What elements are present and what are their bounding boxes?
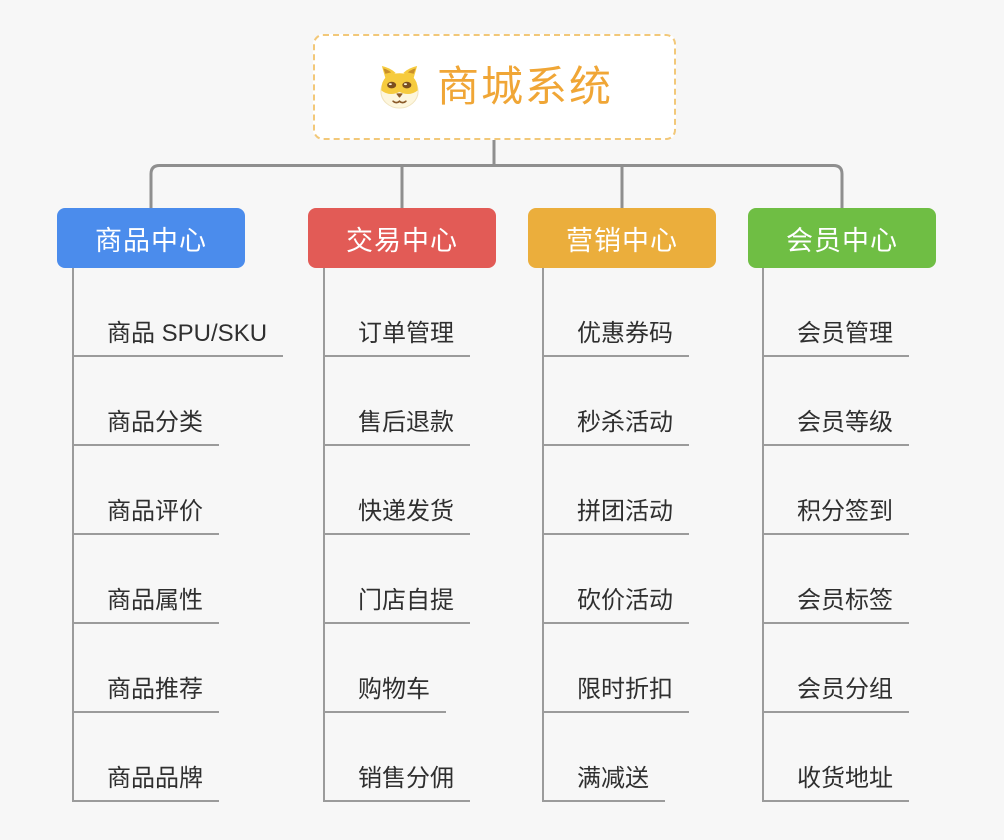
leaf-node[interactable]: 门店自提 [323, 535, 470, 624]
leaf-node[interactable]: 会员标签 [762, 535, 909, 624]
leaf-node[interactable]: 收货地址 [762, 713, 909, 802]
leaf-node[interactable]: 砍价活动 [542, 535, 689, 624]
leaf-list-product-center: 商品 SPU/SKU 商品分类 商品评价 商品属性 商品推荐 商品品牌 [72, 268, 284, 802]
leaf-node[interactable]: 商品推荐 [72, 624, 219, 713]
leaf-list-member-center: 会员管理 会员等级 积分签到 会员标签 会员分组 收货地址 [762, 268, 909, 802]
leaf-node[interactable]: 会员等级 [762, 357, 909, 446]
leaf-node[interactable]: 商品属性 [72, 535, 219, 624]
leaf-node[interactable]: 商品评价 [72, 446, 219, 535]
branch-node-marketing-center[interactable]: 营销中心 [528, 208, 716, 268]
leaf-node[interactable]: 售后退款 [323, 357, 470, 446]
branch-node-trade-center[interactable]: 交易中心 [308, 208, 496, 268]
branch-node-member-center[interactable]: 会员中心 [748, 208, 936, 268]
leaf-node[interactable]: 会员分组 [762, 624, 909, 713]
leaf-node[interactable]: 优惠券码 [542, 268, 689, 357]
leaf-node[interactable]: 会员管理 [762, 268, 909, 357]
dog-face-icon [380, 65, 419, 109]
root-node-mall-system[interactable]: 商城系统 [313, 34, 676, 140]
leaf-list-trade-center: 订单管理 售后退款 快递发货 门店自提 购物车 销售分佣 [323, 268, 470, 802]
branch-label: 商品中心 [95, 225, 207, 256]
root-title: 商城系统 [436, 63, 613, 110]
leaf-node[interactable]: 销售分佣 [323, 713, 470, 802]
branch-node-product-center[interactable]: 商品中心 [57, 208, 245, 268]
branch-label: 交易中心 [346, 225, 458, 256]
leaf-node[interactable]: 限时折扣 [542, 624, 689, 713]
leaf-node[interactable]: 购物车 [323, 624, 446, 713]
leaf-node[interactable]: 积分签到 [762, 446, 909, 535]
leaf-node[interactable]: 商品品牌 [72, 713, 219, 802]
leaf-node[interactable]: 订单管理 [323, 268, 470, 357]
leaf-node[interactable]: 满减送 [542, 713, 665, 802]
leaf-node[interactable]: 商品 SPU/SKU [72, 268, 284, 357]
leaf-node[interactable]: 快递发货 [323, 446, 470, 535]
leaf-node[interactable]: 商品分类 [72, 357, 219, 446]
leaf-list-marketing-center: 优惠券码 秒杀活动 拼团活动 砍价活动 限时折扣 满减送 [542, 268, 689, 802]
leaf-node[interactable]: 拼团活动 [542, 446, 689, 535]
branch-label: 会员中心 [786, 225, 898, 256]
branch-label: 营销中心 [566, 225, 678, 256]
leaf-node[interactable]: 秒杀活动 [542, 357, 689, 446]
